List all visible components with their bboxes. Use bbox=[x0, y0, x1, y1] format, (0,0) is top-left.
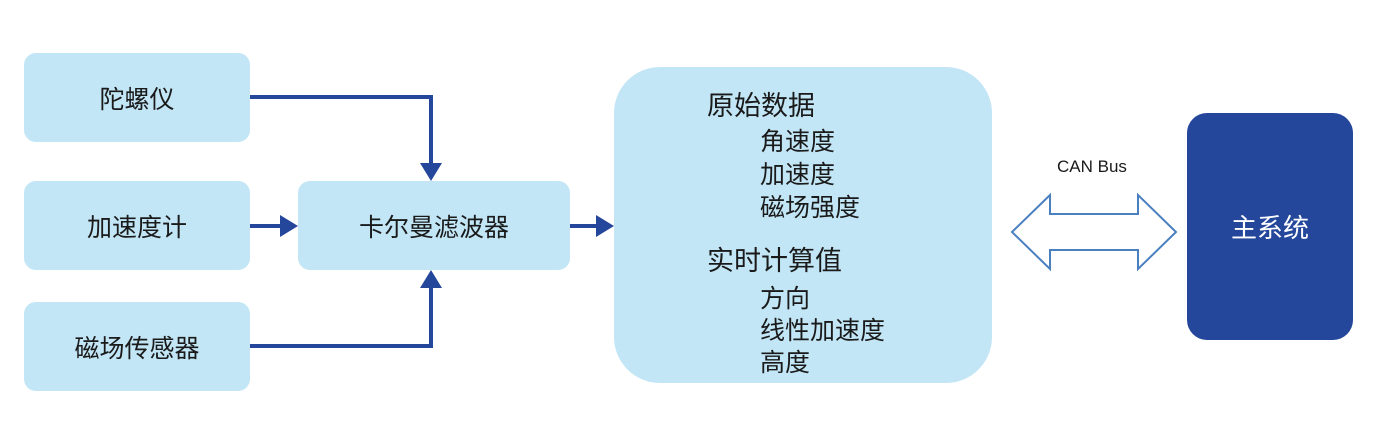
gyro-to-filter-arrowhead bbox=[420, 163, 442, 181]
accel-to-filter-arrowhead bbox=[280, 215, 298, 237]
raw-data-item: 磁场强度 bbox=[760, 193, 861, 222]
gyroscope-box: 陀螺仪 bbox=[24, 53, 250, 142]
realtime-value-item: 高度 bbox=[760, 348, 811, 377]
gyro-to-filter-connector bbox=[250, 95, 433, 165]
can-bus-double-arrow bbox=[1010, 192, 1178, 272]
magnetometer-label: 磁场传感器 bbox=[74, 333, 200, 363]
kalman-filter-label: 卡尔曼滤波器 bbox=[358, 212, 509, 242]
mag-to-filter-connector bbox=[250, 286, 433, 348]
magnetometer-box: 磁场传感器 bbox=[24, 302, 250, 391]
raw-data-item: 角速度 bbox=[760, 127, 836, 156]
can-bus-label: CAN Bus bbox=[1057, 157, 1127, 176]
accelerometer-box: 加速度计 bbox=[24, 181, 250, 270]
main-system-box: 主系统 bbox=[1187, 113, 1353, 340]
realtime-value-item: 线性加速度 bbox=[760, 316, 886, 345]
main-system-label: 主系统 bbox=[1230, 214, 1309, 244]
data-panel: 原始数据 角速度 加速度 磁场强度 实时计算值 方向 线性加速度 高度 bbox=[614, 67, 992, 383]
raw-data-item: 加速度 bbox=[760, 160, 836, 189]
realtime-values-title: 实时计算值 bbox=[707, 246, 842, 277]
gyroscope-label: 陀螺仪 bbox=[99, 84, 175, 114]
accelerometer-label: 加速度计 bbox=[86, 212, 187, 242]
realtime-value-item: 方向 bbox=[760, 284, 811, 313]
mag-to-filter-arrowhead bbox=[420, 270, 442, 288]
raw-data-title: 原始数据 bbox=[707, 91, 815, 122]
kalman-filter-box: 卡尔曼滤波器 bbox=[298, 181, 570, 270]
filter-to-data-arrowhead bbox=[596, 215, 614, 237]
